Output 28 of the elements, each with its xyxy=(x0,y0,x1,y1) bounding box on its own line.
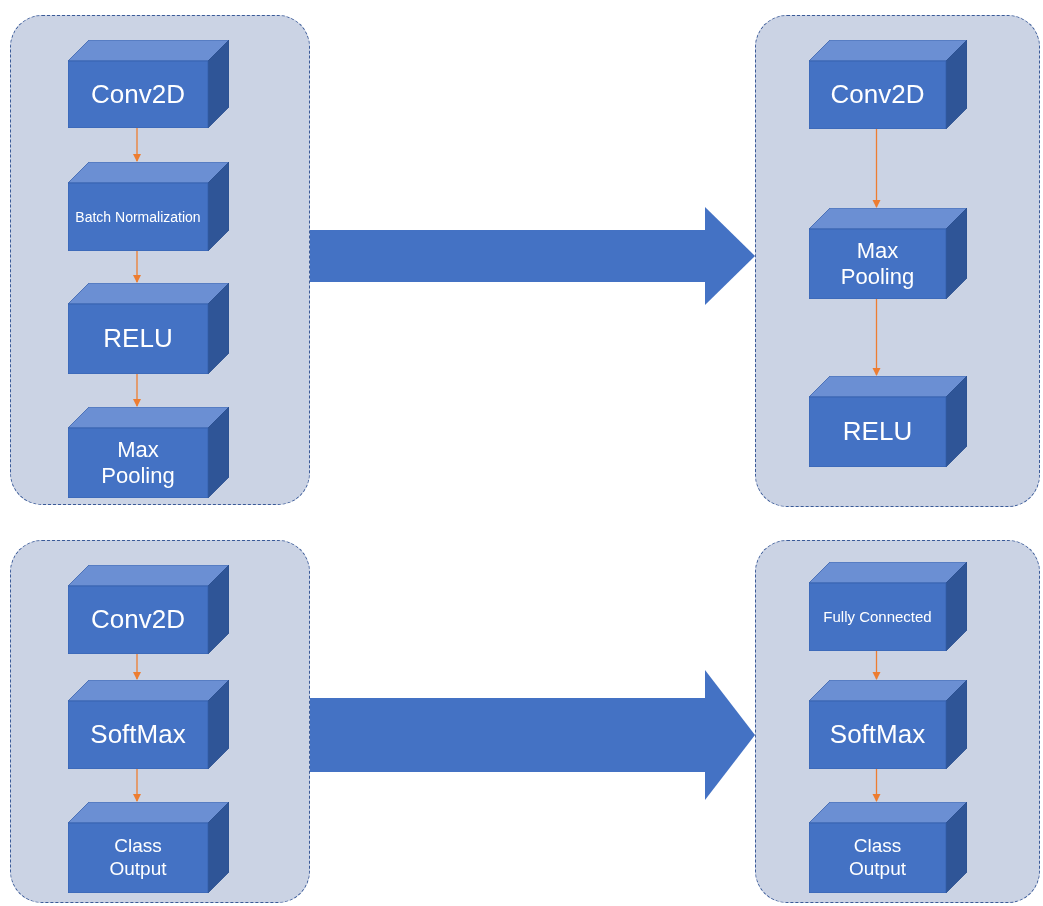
block-arrow xyxy=(310,207,755,305)
arrow xyxy=(133,652,141,680)
layer-group-panel xyxy=(755,540,1040,903)
layer-label: Max Pooling xyxy=(839,237,916,291)
arrow xyxy=(872,767,881,802)
layer-label: Class Output xyxy=(847,835,907,881)
arrow xyxy=(133,372,141,407)
layer-label: Max Pooling xyxy=(100,436,176,490)
layer-label: Conv2D xyxy=(91,78,185,111)
layer-group-panel xyxy=(10,540,310,903)
layer-label: RELU xyxy=(842,416,913,448)
layer-label: Conv2D xyxy=(91,604,185,636)
layer-label: Fully Connected xyxy=(823,608,932,626)
arrow xyxy=(133,249,141,283)
arrow xyxy=(133,126,141,162)
layer-label: SoftMax xyxy=(829,719,926,751)
block-arrow xyxy=(310,670,755,800)
layer-label: Conv2D xyxy=(830,79,925,111)
arrow xyxy=(872,649,881,680)
layer-label: SoftMax xyxy=(90,719,186,751)
arrow xyxy=(133,767,141,802)
layer-group-panel xyxy=(10,15,310,505)
layer-label: Class Output xyxy=(108,835,168,881)
arrow xyxy=(872,297,881,376)
layer-label: RELU xyxy=(103,323,173,355)
arrow xyxy=(872,127,881,208)
layer-label: Batch Normalization xyxy=(75,208,201,226)
layer-group-panel xyxy=(755,15,1040,507)
